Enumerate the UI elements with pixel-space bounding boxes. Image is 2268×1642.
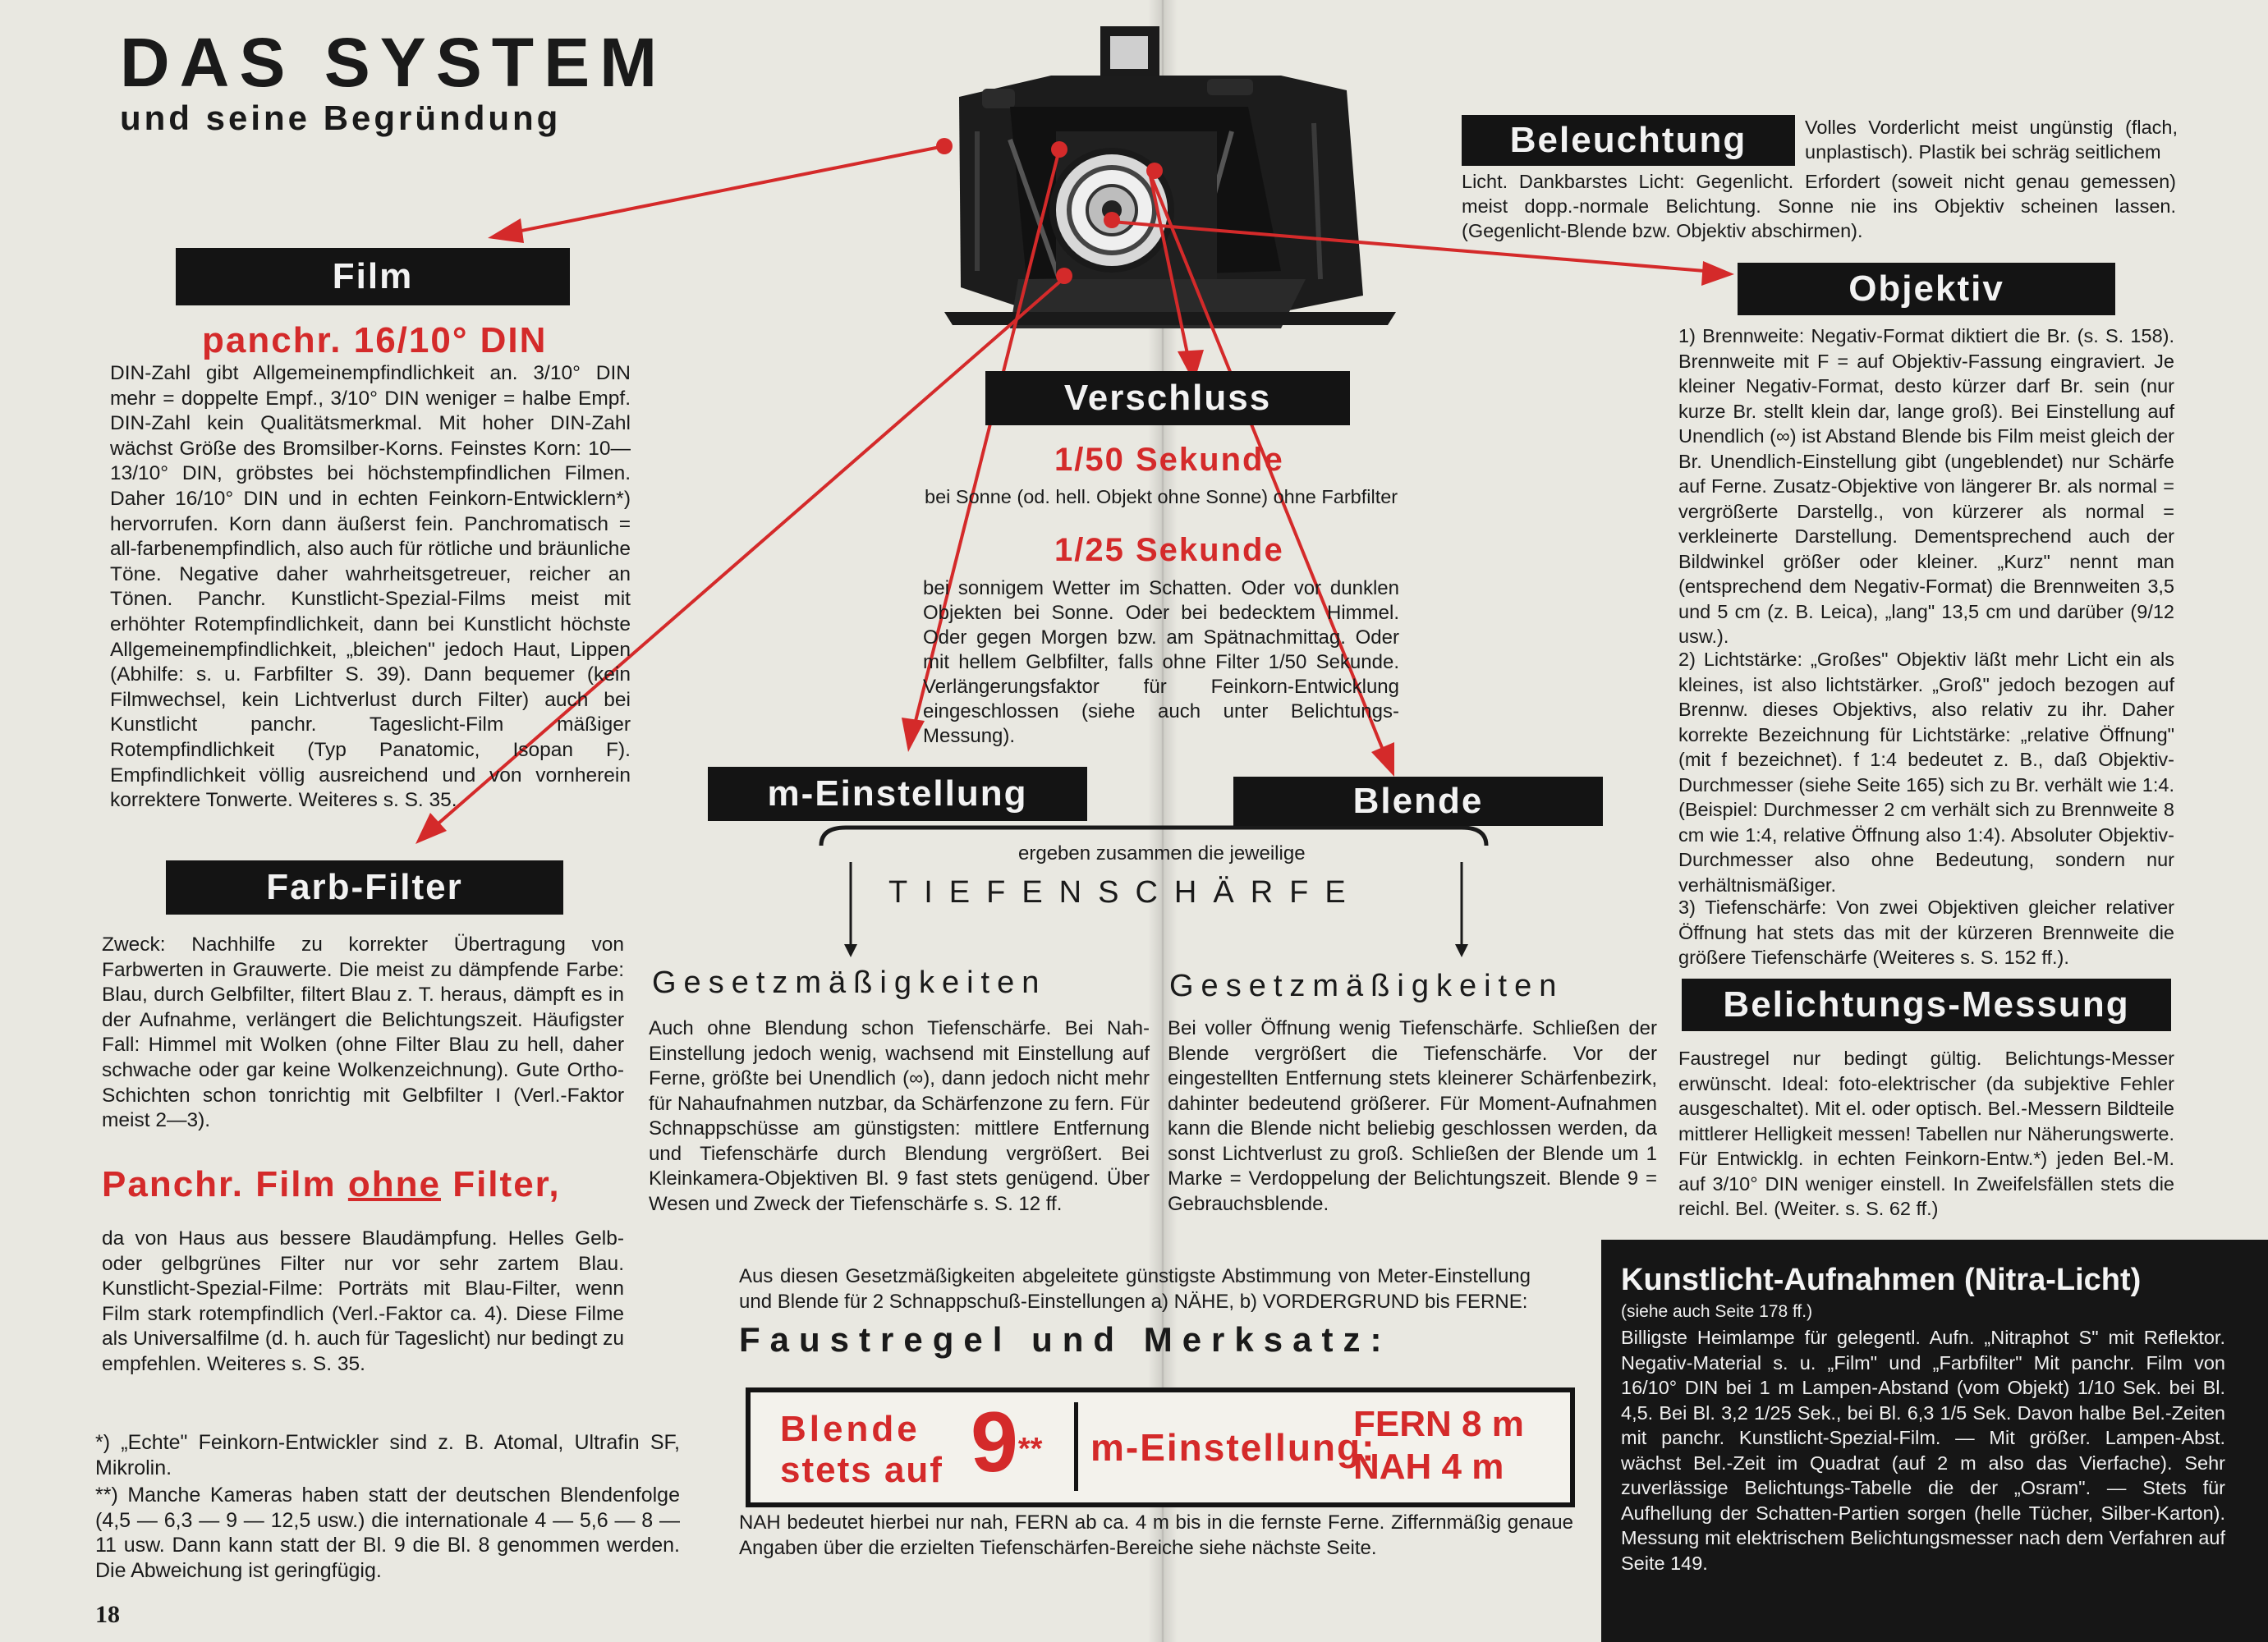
kunstlicht-box: Kunstlicht-Aufnahmen (Nitra-Licht) (sieh… (1601, 1240, 2268, 1642)
red-suffix: Filter, (440, 1164, 561, 1204)
blende-footnote-mark: ** (1017, 1432, 1043, 1466)
beleuchtung-body: Licht. Dankbarstes Licht: Gegenlicht. Er… (1462, 171, 2176, 241)
gesetz-left-heading: Gesetzmäßigkeiten (652, 965, 1047, 1000)
faustregel-intro: Aus diesen Gesetzmäßigkeiten abgeleitete… (739, 1265, 1531, 1313)
gesetz-left-body: Auch ohne Blendung schon Tiefenschärfe. … (649, 1017, 1150, 1215)
box-divider (1074, 1402, 1078, 1491)
objektiv-body-3: 3) Tiefenschärfe: Von zwei Objektiven gl… (1678, 897, 2174, 968)
nah-value: NAH 4 m (1353, 1447, 1504, 1487)
footnote-2: **) Manche Kameras haben statt der deuts… (95, 1484, 680, 1582)
camera-icon (944, 26, 1396, 328)
merge-bracket (819, 825, 1489, 846)
faustregel-box: Blende stets auf 9** m-Einstellung: FERN… (746, 1387, 1575, 1507)
footnote-1: *) „Echte" Feinkorn-Entwickler sind z. B… (95, 1431, 680, 1479)
faustregel-footer: NAH bedeutet hierbei nur nah, FERN ab ca… (739, 1511, 1573, 1559)
blende-heading: Blende (1352, 781, 1484, 821)
blende-line2: stets auf (780, 1450, 943, 1490)
verschluss-heading: Verschluss (1063, 378, 1272, 418)
verschluss-heading-bar: Verschluss (985, 371, 1350, 425)
kunstlicht-body: Billigste Heimlampe für gelegentl. Aufn.… (1621, 1327, 2225, 1574)
farbfilter-body2: da von Haus aus bessere Blaudämpfung. He… (102, 1227, 624, 1375)
kunstlicht-subheading: (siehe auch Seite 178 ff.) (1621, 1302, 1813, 1321)
blende-line1: Blende (780, 1409, 921, 1449)
arrow-dots (936, 138, 1163, 284)
gesetz-right-heading: Gesetzmäßigkeiten (1169, 969, 1564, 1003)
faustregel-heading: Faustregel und Merksatz: (739, 1320, 1392, 1359)
film-body: DIN-Zahl gibt Allgemeinempfindlichkeit a… (110, 362, 631, 812)
beleuchtung-heading: Beleuchtung (1509, 120, 1747, 160)
red-underlined: ohne (347, 1164, 441, 1204)
film-heading-bar: Film (176, 248, 570, 305)
page-title: DAS SYSTEM (120, 24, 668, 101)
kunstlicht-heading: Kunstlicht-Aufnahmen (Nitra-Licht) (1621, 1263, 2142, 1297)
film-subheading: panchr. 16/10° DIN (202, 320, 548, 360)
verschluss-text1: bei Sonne (od. hell. Objekt ohne Sonne) … (925, 486, 1398, 507)
farbfilter-heading-bar: Farb-Filter (166, 860, 563, 915)
objektiv-body-1: 1) Brennweite: Negativ-Format diktiert d… (1678, 325, 2174, 647)
arrow-lines (425, 144, 1725, 835)
verschluss-text2: bei sonnigem Wetter im Schatten. Oder vo… (923, 577, 1399, 747)
verschluss-time1: 1/50 Sekunde (1054, 442, 1284, 478)
verschluss-time2: 1/25 Sekunde (1054, 532, 1284, 568)
blende-number: 9 (971, 1395, 1018, 1490)
tiefenschaerfe-heading: TIEFENSCHÄRFE (888, 875, 1362, 910)
meinstellung-heading: m-Einstellung (767, 773, 1028, 814)
blende-value: 9** (971, 1397, 1042, 1488)
beleuchtung-heading-bar: Beleuchtung (1462, 115, 1795, 166)
objektiv-heading-bar: Objektiv (1738, 263, 2115, 315)
arrow-heads (415, 218, 1734, 844)
farbfilter-body: Zweck: Nachhilfe zu korrekter Übertragun… (102, 933, 624, 1132)
film-heading: Film (332, 256, 414, 296)
objektiv-heading: Objektiv (1848, 268, 2004, 309)
belichtungsmessung-heading-bar: Belichtungs-Messung (1682, 979, 2171, 1031)
fern-value: FERN 8 m (1353, 1404, 1524, 1444)
page-number: 18 (95, 1601, 120, 1628)
belichtungsmessung-heading: Belichtungs-Messung (1723, 984, 2130, 1025)
meinstellung-heading-bar: m-Einstellung (708, 767, 1087, 821)
blende-heading-bar: Blende (1233, 777, 1603, 826)
gesetz-right-body: Bei voller Öffnung wenig Tiefenschärfe. … (1168, 1017, 1657, 1215)
m-einstellung-label: m-Einstellung: (1090, 1426, 1376, 1469)
objektiv-body-2: 2) Lichtstärke: „Großes" Objektiv läßt m… (1678, 649, 2174, 896)
farbfilter-red-statement: Panchr. Film ohne Filter, (102, 1164, 644, 1205)
farbfilter-heading: Farb-Filter (266, 867, 463, 907)
beleuchtung-body-right: Volles Vorderlicht meist ungünstig (flac… (1805, 117, 2178, 163)
tiefenschaerfe-intro: ergeben zusammen die jeweilige (1018, 842, 1306, 865)
page-subtitle: und seine Begründung (120, 99, 562, 137)
red-prefix: Panchr. Film (102, 1164, 348, 1204)
belichtungsmessung-body: Faustregel nur bedingt gültig. Belichtun… (1678, 1048, 2174, 1219)
